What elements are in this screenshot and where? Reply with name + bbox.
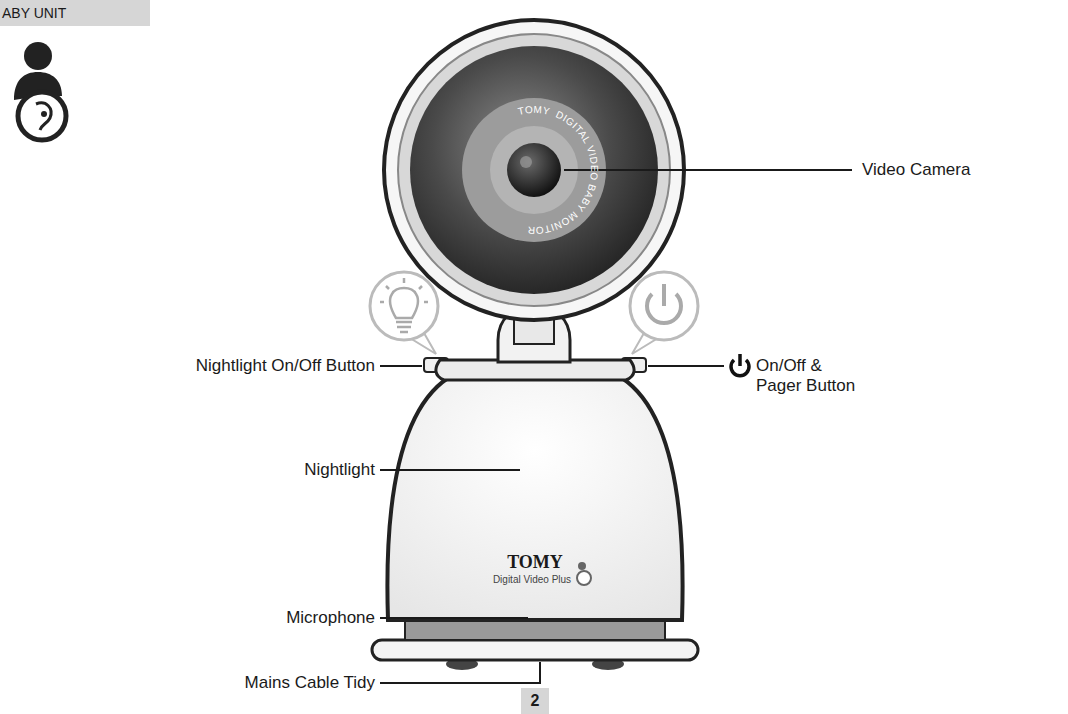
section-header-text: ABY UNIT	[2, 5, 66, 21]
nightlight-dome	[387, 378, 682, 620]
part-label: On/Off & Pager Button	[756, 356, 864, 396]
power-symbol	[731, 354, 749, 376]
base	[372, 618, 698, 670]
part-label: Nightlight On/Off Button	[196, 356, 375, 376]
section-header: ABY UNIT	[0, 0, 150, 26]
leader-lines	[380, 170, 852, 683]
baby-unit-icon	[14, 42, 66, 140]
lens-brand: TOMY	[517, 104, 551, 117]
part-label: Video Camera	[862, 160, 970, 180]
part-label: Nightlight	[304, 460, 375, 480]
power-icon	[630, 272, 698, 354]
page-number-text: 2	[531, 692, 540, 710]
nightlight-icon	[370, 272, 438, 354]
model-name: Digital Video Plus	[493, 574, 571, 586]
brand-logo: TOMY	[507, 552, 563, 573]
page-number: 2	[521, 688, 549, 714]
lens-text: DIGITAL VIDEO BABY MONITOR	[527, 109, 600, 236]
part-label: Microphone	[286, 608, 375, 628]
logo-icon	[577, 562, 591, 585]
part-label: Mains Cable Tidy	[245, 673, 375, 693]
